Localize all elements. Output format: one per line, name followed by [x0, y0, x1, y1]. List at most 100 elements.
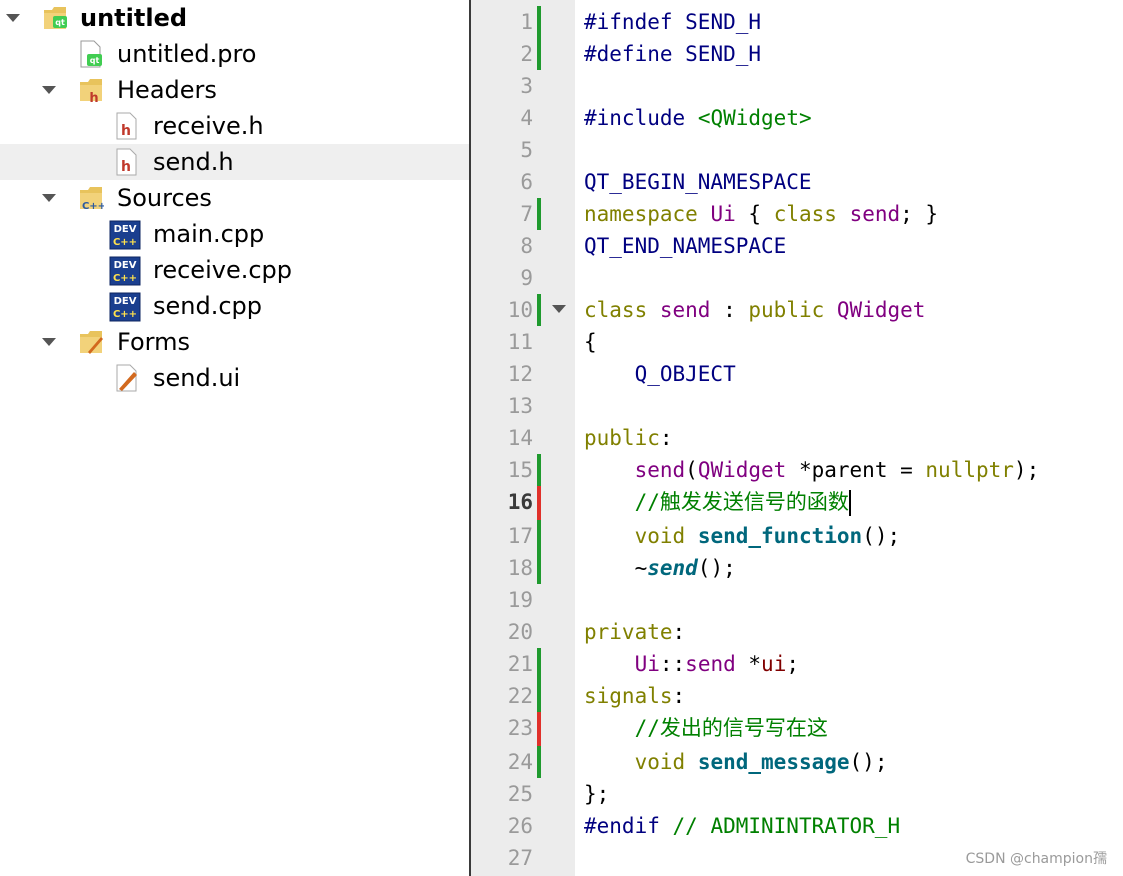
- code-token: QWidget: [836, 298, 926, 322]
- pane-splitter[interactable]: [469, 0, 471, 876]
- svg-text:h: h: [89, 91, 98, 104]
- code-token: send_message: [697, 750, 850, 774]
- code-line-21: Ui::send *ui;: [584, 648, 799, 680]
- expand-arrow-icon[interactable]: [42, 338, 56, 346]
- tree-node-send-ui[interactable]: send.ui: [0, 360, 469, 396]
- expand-arrow-icon[interactable]: [42, 86, 56, 94]
- expand-arrow-icon[interactable]: [42, 194, 56, 202]
- line-number: 24: [507, 750, 533, 774]
- tree-label: Forms: [117, 328, 190, 356]
- code-token: private: [584, 620, 673, 644]
- code-line-2: #define SEND_H: [584, 38, 761, 70]
- code-token: #ifndef: [584, 10, 673, 34]
- code-token: [584, 716, 635, 740]
- svg-text:DEV: DEV: [114, 296, 137, 307]
- svg-text:DEV: DEV: [114, 224, 137, 235]
- line-number: 14: [507, 426, 533, 450]
- tree-node-headers[interactable]: h Headers: [0, 72, 469, 108]
- code-token: //发出的信号写在这: [634, 716, 828, 740]
- code-token: QT_END_NAMESPACE: [584, 234, 787, 258]
- svg-text:qt: qt: [90, 56, 100, 65]
- code-token: SEND_H: [672, 42, 762, 66]
- qt-project-folder-icon: qt: [42, 4, 68, 32]
- code-line-15: send(QWidget *parent = nullptr);: [584, 454, 1040, 486]
- tree-node-sources[interactable]: C++ Sources: [0, 180, 469, 216]
- svg-text:C++: C++: [113, 309, 137, 320]
- line-number: 18: [507, 556, 533, 580]
- code-token: class: [773, 202, 837, 226]
- tree-node-untitled-pro[interactable]: qt untitled.pro: [0, 36, 469, 72]
- change-marker-unsaved: [537, 712, 541, 746]
- line-number: 10: [507, 298, 533, 322]
- code-token: ::: [659, 652, 686, 676]
- code-token: [660, 814, 673, 838]
- svg-text:C++: C++: [82, 201, 104, 212]
- watermark: CSDN @champion孺: [965, 851, 1107, 867]
- tree-label: send.h: [153, 148, 234, 176]
- code-line-10: class send : public QWidget: [584, 294, 925, 326]
- code-token: QT_BEGIN_NAMESPACE: [584, 170, 812, 194]
- code-line-12: Q_OBJECT: [584, 358, 736, 390]
- line-number: 4: [520, 106, 533, 130]
- fold-arrow-icon[interactable]: [552, 305, 566, 313]
- qt-pro-file-icon: qt: [78, 40, 104, 68]
- change-marker-saved: [537, 746, 541, 778]
- code-token: //触发发送信号的函数: [634, 490, 849, 514]
- code-token: #endif: [584, 814, 660, 838]
- line-number: 9: [520, 266, 533, 290]
- tree-node-receive-h[interactable]: h receive.h: [0, 108, 469, 144]
- tree-node-send-h[interactable]: h send.h: [0, 144, 469, 180]
- tree-label: send.ui: [153, 364, 241, 392]
- code-token: :: [659, 426, 673, 450]
- code-line-16: //触发发送信号的函数: [584, 486, 851, 518]
- code-token: Q_OBJECT: [634, 362, 736, 386]
- tree-node-forms[interactable]: Forms: [0, 324, 469, 360]
- line-number: 23: [507, 716, 533, 740]
- code-line-1: #ifndef SEND_H: [584, 6, 761, 38]
- code-token: send: [647, 556, 698, 580]
- line-number: 12: [507, 362, 533, 386]
- tree-label: main.cpp: [153, 220, 265, 248]
- svg-text:qt: qt: [55, 18, 65, 27]
- code-token: [685, 106, 698, 130]
- code-token: };: [584, 782, 610, 806]
- line-number: 7: [520, 202, 533, 226]
- ui-file-icon: [114, 364, 140, 392]
- change-marker-saved: [537, 6, 541, 70]
- code-line-14: public:: [584, 422, 673, 454]
- code-token: Ui: [634, 652, 660, 676]
- tree-node-untitled[interactable]: qt untitled: [0, 0, 469, 36]
- code-line-18: ~send();: [584, 552, 736, 584]
- code-token: );: [1013, 458, 1040, 482]
- code-token: SEND_H: [672, 10, 762, 34]
- code-token: ;: [786, 652, 799, 676]
- code-token: [584, 490, 635, 514]
- header-file-icon: h: [114, 112, 140, 140]
- code-token: send: [634, 458, 686, 482]
- code-line-24: void send_message();: [584, 746, 888, 778]
- tree-label: untitled.pro: [117, 40, 257, 68]
- code-token: *parent =: [786, 458, 926, 482]
- code-token: send_function: [697, 524, 863, 548]
- code-editor[interactable]: [575, 0, 1123, 876]
- tree-label: receive.h: [153, 112, 264, 140]
- code-token: #define: [584, 42, 673, 66]
- editor-gutter: [471, 0, 575, 876]
- code-token: // ADMININTRATOR_H: [672, 814, 901, 838]
- code-line-8: QT_END_NAMESPACE: [584, 230, 786, 262]
- code-token: ~: [584, 556, 648, 580]
- line-number: 8: [520, 234, 533, 258]
- line-number: 5: [520, 138, 533, 162]
- change-marker-saved: [537, 294, 541, 326]
- code-token: :: [672, 620, 686, 644]
- expand-arrow-icon[interactable]: [6, 14, 20, 22]
- svg-text:h: h: [121, 159, 131, 175]
- line-number: 2: [520, 42, 533, 66]
- code-token: :: [710, 298, 749, 322]
- code-line-23: //发出的信号写在这: [584, 712, 828, 744]
